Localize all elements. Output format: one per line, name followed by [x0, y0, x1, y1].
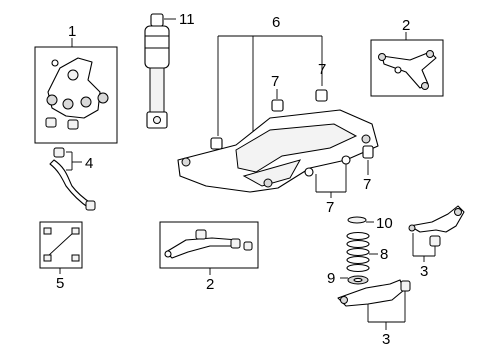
callout-3a: 3 — [420, 263, 428, 280]
callout-7b: 7 — [318, 61, 326, 78]
trailing-arm-group: 3 — [408, 205, 465, 280]
spring-coil-4 — [346, 255, 370, 265]
callout-7d: 7 — [326, 199, 334, 216]
lower-arm-bolt — [164, 250, 172, 258]
spring-coil-1 — [346, 231, 370, 241]
stabilizer-link-nut-d — [71, 254, 80, 262]
callout-4: 4 — [85, 155, 93, 172]
trailing-arm — [409, 205, 465, 233]
upper-arm-right-bushing-b — [426, 50, 434, 58]
stabilizer-link-box — [39, 221, 83, 269]
upper-arm-right — [381, 51, 437, 89]
shock-tube — [149, 67, 165, 113]
lower-control-arm-bushing-b — [400, 280, 411, 292]
subframe-bolt-a — [181, 157, 191, 167]
spring-coil-3 — [346, 247, 370, 257]
stabilizer-link-nut-c — [43, 254, 52, 262]
upper-arm-right-box — [370, 39, 444, 97]
subframe-group: 6 7 7 7 7 — [177, 14, 379, 216]
toe-link-group: 4 — [49, 147, 96, 211]
trailing-arm-bushing-c — [429, 235, 441, 247]
subframe-mount-a — [210, 137, 223, 150]
subframe-mount-c — [315, 89, 328, 102]
spring-group: 10 8 9 — [327, 215, 393, 287]
upper-arm-right-bolt — [394, 66, 402, 74]
subframe-mount-b — [271, 99, 284, 112]
knuckle-bolt — [51, 59, 59, 67]
callout-9: 9 — [327, 270, 335, 287]
callout-2a: 2 — [402, 17, 410, 34]
lower-arm-bushing-b — [230, 238, 241, 249]
lower-control-arm — [337, 279, 405, 307]
subframe-cross-member — [242, 159, 302, 187]
knuckle-body — [47, 57, 101, 119]
trailing-arm-bushing-a — [454, 208, 462, 216]
knuckle-bushing-f — [67, 119, 79, 130]
subframe-bushing-a — [304, 167, 314, 177]
lower-arm-box — [159, 221, 259, 269]
callout-11: 11 — [179, 11, 195, 28]
lower-control-arm-bushing-a — [340, 296, 348, 304]
knuckle-bushing-c — [80, 96, 92, 108]
knuckle-bushing-a — [46, 94, 58, 106]
subframe-bushing-b — [341, 155, 351, 165]
callout-2b: 2 — [206, 276, 214, 293]
callout-7a: 7 — [271, 73, 279, 90]
callout-8: 8 — [380, 246, 388, 263]
callout-7c: 7 — [363, 176, 371, 193]
shock-top-mount — [150, 13, 164, 27]
subframe-mount-d — [362, 145, 374, 159]
lower-arm-bushing-a — [195, 229, 207, 240]
spring-coil-5 — [346, 263, 370, 273]
subframe-bolt-b — [263, 178, 273, 188]
knuckle-box — [34, 46, 118, 144]
subframe-top-deck — [235, 123, 358, 173]
shock-eye-hole — [153, 116, 161, 124]
lower-arm-box-group: 2 — [159, 221, 259, 293]
upper-arm-right-bushing-a — [378, 53, 386, 61]
lower-arm-body — [165, 237, 239, 259]
shock-air-sleeve — [144, 25, 170, 69]
knuckle-hole — [67, 69, 79, 81]
spring-coil-2 — [346, 239, 370, 249]
subframe-bolt-c — [361, 134, 371, 144]
stabilizer-link-nut-a — [43, 227, 52, 235]
shock-absorber-group: 11 — [144, 11, 195, 129]
upper-arm-right-bushing-c — [421, 82, 429, 90]
spring-insulator-hole — [353, 277, 363, 283]
callout-5: 5 — [56, 275, 64, 292]
toe-link-bushing-b — [85, 200, 96, 211]
knuckle-bushing-b — [62, 98, 74, 110]
knuckle-group: 1 — [34, 23, 118, 144]
toe-link-bushing-a — [53, 147, 65, 158]
knuckle-bushing-d — [97, 92, 109, 104]
lower-arm-bushing-c — [243, 241, 253, 251]
callout-6: 6 — [272, 14, 280, 31]
stabilizer-link-rod — [47, 231, 75, 257]
trailing-arm-bushing-b — [408, 224, 416, 232]
spring-upper-insulator — [347, 216, 367, 224]
callout-1: 1 — [68, 23, 76, 40]
stabilizer-link-nut-b — [71, 227, 80, 235]
upper-arm-right-group: 2 — [370, 17, 444, 97]
lower-control-arm-group: 3 — [337, 279, 411, 348]
callout-10: 10 — [376, 215, 393, 232]
knuckle-bushing-e — [45, 117, 57, 128]
callout-3b: 3 — [382, 331, 390, 348]
stabilizer-link-group: 5 — [39, 221, 83, 292]
